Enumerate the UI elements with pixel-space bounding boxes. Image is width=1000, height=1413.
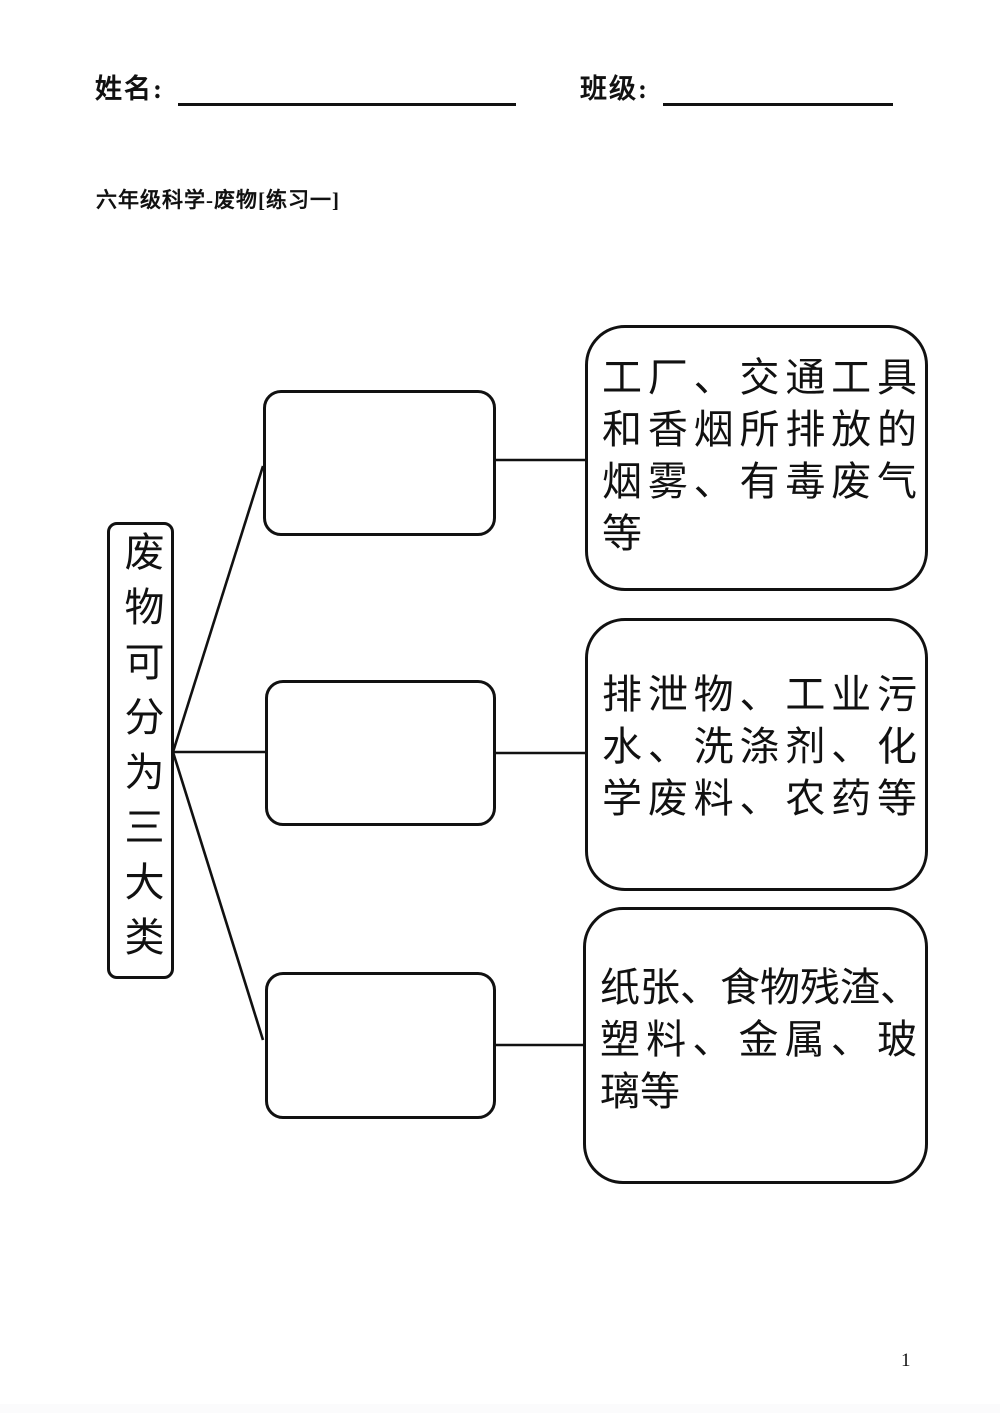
description-2-line-2: 水、洗涤剂、化 [602,724,917,769]
description-1-line-3: 烟雾、有毒废气 [602,459,917,504]
root-box-text: 废物可分为三大类 [118,530,164,971]
description-1-line-2: 和香烟所排放的 [602,407,917,452]
name-field-row: 姓名: [95,72,516,106]
description-1-line-1: 工厂、交通工具 [602,355,917,400]
page-title: 六年级科学-废物[练习一] [96,188,340,212]
page-number: 1 [901,1350,911,1371]
name-label: 姓名: [95,74,164,104]
description-1-line-4: 等 [602,511,642,556]
description-3-line-1: 纸张、食物残渣、 [600,965,920,1010]
answer-box-3 [265,972,496,1119]
scan-artifact [0,1404,1000,1413]
description-3-line-2: 塑料、金属、玻 [600,1017,917,1062]
class-label: 班级: [580,74,649,104]
description-2-line-3: 学废料、农药等 [602,776,917,821]
answer-box-2 [265,680,496,826]
description-box-1: 工厂、交通工具 和香烟所排放的 烟雾、有毒废气 等 [585,325,928,591]
connector-root-to-answer-3 [171,751,265,1041]
description-box-2: 排泄物、工业污 水、洗涤剂、化 学废料、农药等 [585,618,928,891]
class-blank-line [663,73,893,106]
description-3-line-3: 璃等 [600,1069,680,1114]
description-2-line-1: 排泄物、工业污 [602,672,917,717]
class-field-row: 班级: [580,72,893,106]
description-box-3: 纸张、食物残渣、 塑料、金属、玻 璃等 [583,907,928,1184]
root-box: 废物可分为三大类 [107,522,174,979]
name-blank-line [178,73,516,106]
answer-box-1 [263,390,496,536]
connector-root-to-answer-1 [171,465,265,753]
